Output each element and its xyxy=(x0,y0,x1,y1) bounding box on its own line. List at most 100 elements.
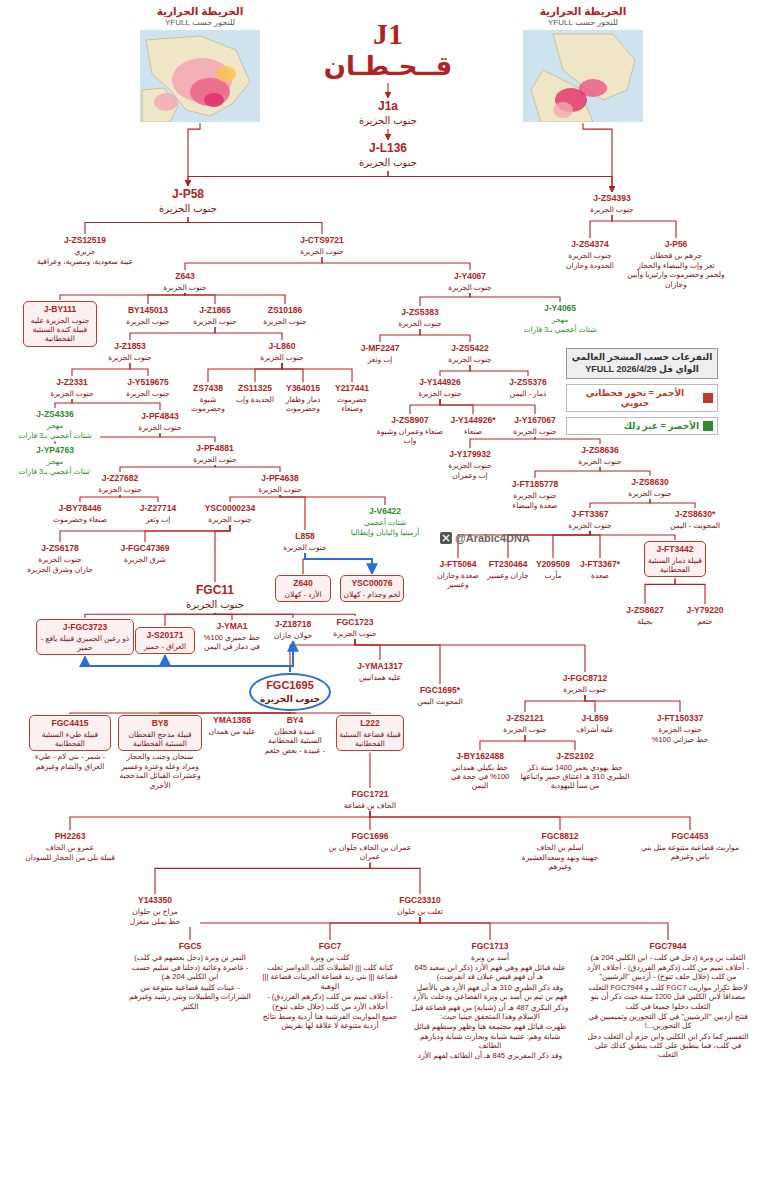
tree-node: J-ZS6178جنوب الجزيرةجازان وشرق الجزيرة xyxy=(20,542,100,575)
node-frame: J-S20171العراق - حمير xyxy=(135,627,195,654)
node-code: J-L136 xyxy=(339,141,437,156)
node-text: وذكر البكري 487 هـ أن (شبابة) من فهم قضا… xyxy=(411,1003,569,1022)
tree-connector xyxy=(215,465,280,472)
tree-node: FGC23310تغلب بن حلوان xyxy=(375,894,465,917)
node-text: جنوب الجزيرة xyxy=(556,251,624,260)
tree-connector xyxy=(535,467,600,478)
legend-swatch xyxy=(703,393,713,403)
node-text: شرق الجزيرة xyxy=(112,555,178,564)
node-code: FGC1713 xyxy=(411,941,569,952)
tree-connector xyxy=(420,917,490,940)
node-text: جازان وشرق الجزيرة xyxy=(21,565,99,574)
watermark: @Arabic4DNA xyxy=(440,532,530,544)
node-text: صنعاء وحضرموت xyxy=(46,515,114,524)
node-code: J-Z1853 xyxy=(100,341,160,352)
heatmap-illustration xyxy=(140,30,260,122)
tree-node: J-ZS5376ذمار - اليمن xyxy=(500,376,556,399)
node-code: BY145013 xyxy=(118,305,178,316)
tree-connector xyxy=(675,578,705,604)
node-code: FGC1696 xyxy=(323,831,417,842)
node-code: Y143350 xyxy=(111,895,199,906)
node-text: قبيلة ذمار السبئية القحطانية xyxy=(647,556,703,575)
node-text: ظهرت قبائل فهم مجتمعة هنا وظهر وسطهم قبا… xyxy=(411,1022,569,1050)
tree-node: J-L136جنوب الجزيرة xyxy=(338,140,438,171)
tree-connector xyxy=(185,293,285,304)
node-code: J-S20171 xyxy=(138,630,192,641)
node-text: مهجر xyxy=(11,457,99,466)
tree-node: Y143350مراح بن حلوانخط بملي منعزل xyxy=(110,894,200,927)
node-text: جنوب الجزيرة xyxy=(252,353,312,362)
tree-node: J-ZS8636جنوب الجزيرة xyxy=(569,444,631,467)
node-text: ذو رعين الحميري قبيلة يافع - حمير xyxy=(39,634,131,653)
node-text: جنوب الجزيرة xyxy=(440,461,500,470)
tree-connector xyxy=(185,257,322,270)
node-code: J-FT3367* xyxy=(576,559,624,570)
node-text: جنوب الجزيرة xyxy=(42,389,102,398)
node-code: FGC1723 xyxy=(325,617,385,628)
node-code: J-CTS9721 xyxy=(283,235,361,246)
node-code: J-FT5064 xyxy=(434,559,482,570)
tree-connector xyxy=(280,495,305,530)
tree-node: J-ZS5422جنوب الجزيرة xyxy=(439,342,501,365)
tree-node: J-BY78446صنعاء وحضرموت xyxy=(45,502,115,525)
tree-node: J-ZS2121جنوب الجزيرة xyxy=(494,712,556,735)
tree-node: J-FGC47369شرق الجزيرة xyxy=(111,542,179,565)
tree-connector xyxy=(553,531,590,558)
node-text: جنوب الجزيرة xyxy=(505,491,565,500)
node-text: لخم وجذام - كهلان xyxy=(343,590,401,599)
tree-connector xyxy=(470,437,535,448)
tree-node: J-Z27682جنوب الجزيرة xyxy=(89,472,151,495)
node-code: J-FGC8712 xyxy=(553,673,617,684)
node-code: J-PF4843 xyxy=(130,411,190,422)
node-code: Z643 xyxy=(151,271,219,282)
node-text: جزيري xyxy=(31,247,139,256)
tree-node: J-BY162488خط بكيلي همداني 100% في حجة في… xyxy=(446,750,514,792)
node-text: ذمار - اليمن xyxy=(501,389,555,398)
node-code: J-Z2331 xyxy=(42,377,102,388)
node-text: عمرو بن الحاف xyxy=(16,843,124,852)
legend-header: التفرعات حسب المشجر العالمي الواي فل YFU… xyxy=(566,348,718,379)
tree-connector xyxy=(590,499,650,508)
boxed-node: BY8قبيلة مذحج القحطان السبئية القحطانيةس… xyxy=(117,714,203,791)
tree-connector xyxy=(148,293,185,304)
node-text: حضرموت وصنعاء xyxy=(330,395,374,414)
node-text: شتات أعجمي بـ3 قارات xyxy=(11,431,99,440)
boxed-node: J-BY111جنوب الجزيرة عليه قبيلة كندة السب… xyxy=(22,300,98,348)
node-text: جرهم بن قحطان xyxy=(627,251,725,260)
node-text: جنوب الجزيرة xyxy=(130,423,190,432)
tree-connector xyxy=(440,399,473,414)
tree-node: ZS11325الحديدة وإب xyxy=(233,382,277,405)
tree-node: J-YMA1317عليه همدانيين xyxy=(349,660,411,683)
node-code: J-BY111 xyxy=(26,304,94,315)
node-text: كنانة كلب ||| الطبيلات كلب الدواسر تغلب … xyxy=(261,963,399,991)
node-text: الحدودة وجازان xyxy=(556,261,624,270)
node-text: جنوب الجزيرة xyxy=(436,283,504,292)
node-code: L222 xyxy=(339,718,401,729)
tree-connector xyxy=(282,363,352,382)
node-code: J-ZS8636 xyxy=(570,445,630,456)
tree-node: FGC1696عمران بن الحاف حلوان بن عمران xyxy=(322,830,418,862)
node-text: قبيلة بلي من الحجاز للسودان xyxy=(16,853,124,862)
tree-connector xyxy=(72,363,130,376)
node-frame: J-FT3442قبيلة ذمار السبئية القحطانية xyxy=(644,541,706,577)
boxed-node: L222قبيلة قضاعة السبئية القحطانية xyxy=(335,714,405,752)
tree-connector xyxy=(355,639,380,660)
tree-connector xyxy=(208,363,282,382)
tree-connector xyxy=(590,215,612,238)
node-code: J-ZS5376 xyxy=(501,377,555,388)
node-text: أسد بن وبرة xyxy=(411,953,569,962)
node-code: J-BY78446 xyxy=(46,503,114,514)
node-code: J-ZS8627 xyxy=(621,605,669,616)
highlight-arrow xyxy=(290,641,293,672)
tree-connector xyxy=(650,499,695,508)
tree-node: J-Y179932جنوب الجزيرةإب وعمران xyxy=(439,448,501,481)
tree-node: J-YMA1خط حميري 100% في ذمار في اليمن xyxy=(200,620,264,652)
tree-connector xyxy=(370,811,560,830)
node-frame: BY8قبيلة مذحج القحطان السبئية القحطانية xyxy=(118,715,202,751)
node-text: إب وتعز xyxy=(131,515,185,524)
node-code: J-FT3442 xyxy=(647,544,703,555)
node-text: إب وتعز xyxy=(350,355,410,364)
tree-node: J-ZS8907صنعاء وعمران وشبوة وإب xyxy=(375,414,445,446)
tree-node: J-ZS8630*المحويت - اليمن xyxy=(660,508,730,531)
tree-connector xyxy=(525,735,575,750)
